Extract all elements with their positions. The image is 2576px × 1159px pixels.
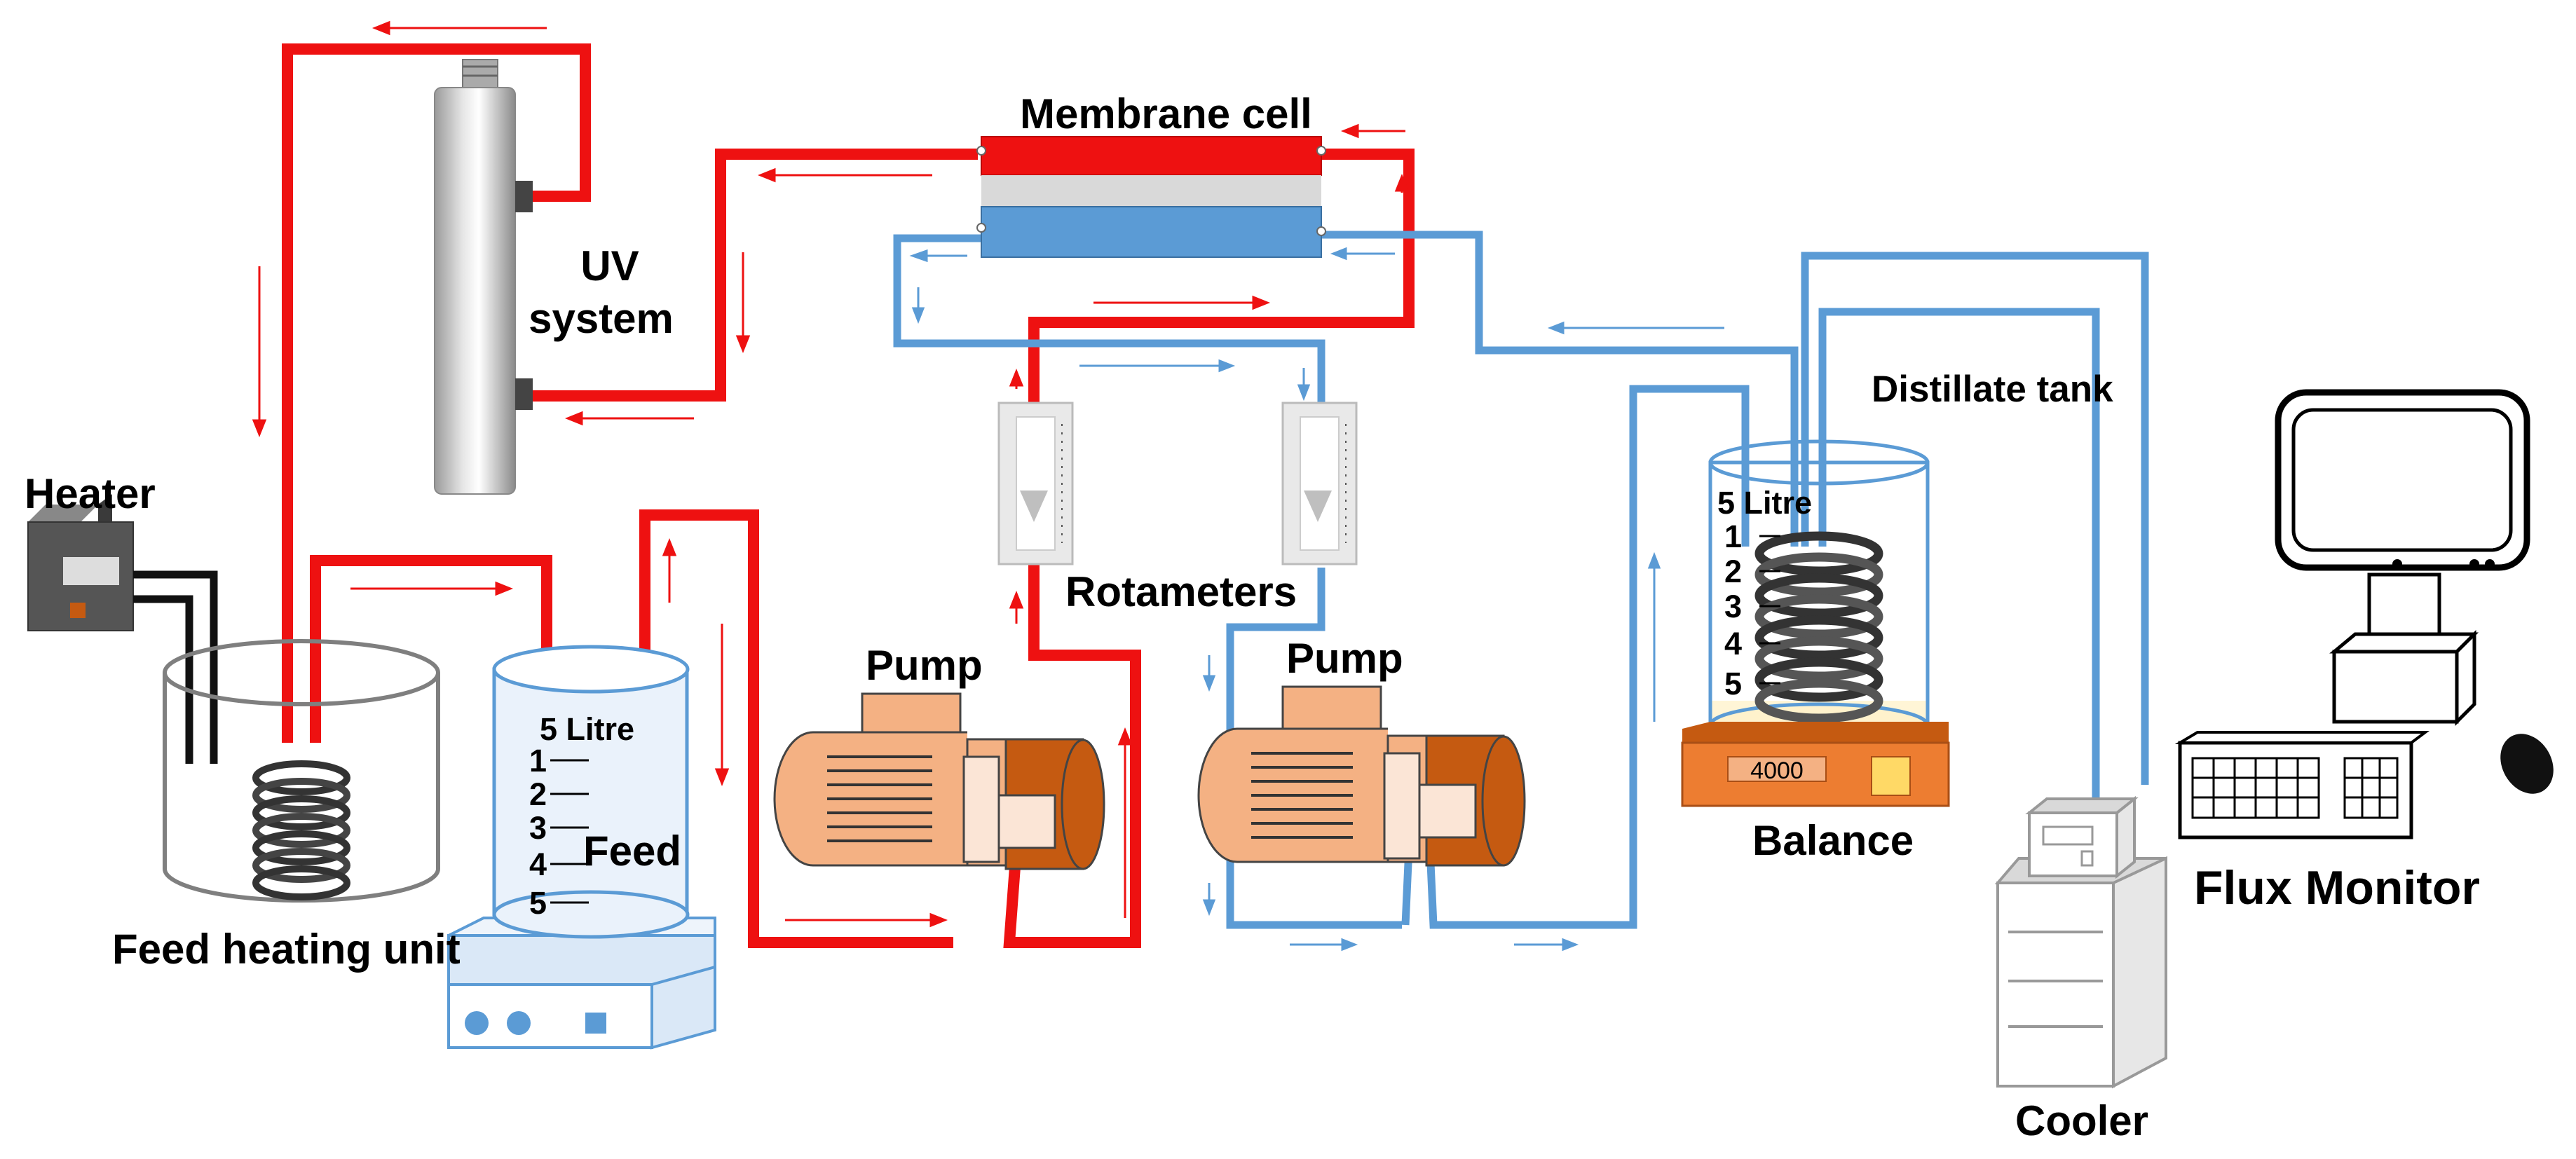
balance xyxy=(1681,722,1950,807)
distillate-coil xyxy=(1754,531,1883,723)
balance-label: Balance xyxy=(1752,817,1914,864)
heater xyxy=(27,494,218,764)
uv-system-label-line1: UV xyxy=(580,242,639,289)
cooler-label: Cooler xyxy=(2015,1097,2149,1144)
pump-left xyxy=(773,692,1105,870)
membrane-cell-label: Membrane cell xyxy=(1020,90,1312,137)
feed-mark-4: 4 xyxy=(529,846,547,882)
feed-volume-label: 5 Litre xyxy=(540,711,635,747)
feed-tank xyxy=(447,645,716,1050)
feed-label: Feed xyxy=(583,828,682,875)
hot-loop-pipes xyxy=(282,43,1415,948)
distillate-mark-1: 1 xyxy=(1724,519,1743,554)
pump-right xyxy=(1197,685,1526,867)
distillate-volume-label: 5 Litre xyxy=(1717,485,1813,521)
membrane-cell xyxy=(976,136,1326,258)
flow-arrows-blue xyxy=(909,247,1724,952)
rotameters-label: Rotameters xyxy=(1065,568,1297,615)
cold-loop-pipes xyxy=(893,231,2149,929)
feed-heating-unit-label: Feed heating unit xyxy=(112,926,461,973)
feed-mark-1: 1 xyxy=(529,743,547,779)
flow-arrows-red xyxy=(252,20,1410,928)
pump-right-label: Pump xyxy=(1286,635,1403,682)
cooler xyxy=(1994,795,2167,1089)
distillate-tank-label: Distillate tank xyxy=(1872,369,2113,410)
distillate-mark-5: 5 xyxy=(1724,666,1743,701)
rotameter-right xyxy=(1281,402,1358,565)
heater-label: Heater xyxy=(25,470,156,517)
distillate-mark-3: 3 xyxy=(1724,589,1743,624)
flux-monitor-label: Flux Monitor xyxy=(2194,861,2480,914)
uv-system-label-line2: system xyxy=(529,295,674,342)
feed-mark-5: 5 xyxy=(529,885,547,921)
feed-mark-2: 2 xyxy=(529,776,547,812)
distillate-mark-4: 4 xyxy=(1724,626,1743,661)
uv-system xyxy=(434,59,533,495)
feed-mark-3: 3 xyxy=(529,810,547,846)
flux-monitor xyxy=(2174,389,2554,839)
pump-left-label: Pump xyxy=(866,642,983,689)
feed-heating-unit xyxy=(163,639,440,903)
distillate-mark-2: 2 xyxy=(1724,554,1743,589)
heating-coil xyxy=(252,760,350,900)
rotameter-left xyxy=(997,402,1074,565)
balance-reading: 4000 xyxy=(1750,757,1804,784)
